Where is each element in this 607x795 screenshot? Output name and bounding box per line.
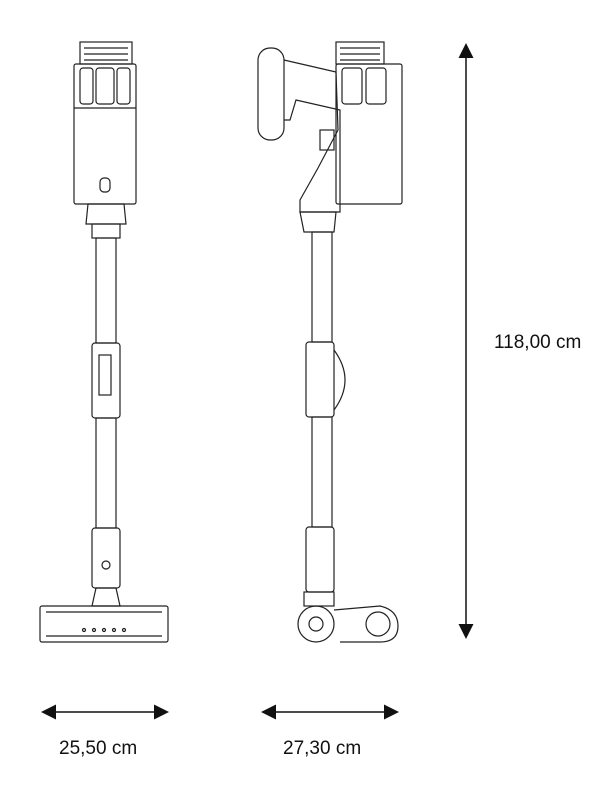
vacuum-front-view xyxy=(39,41,169,643)
vacuum-side-view xyxy=(257,41,403,643)
depth-label: 27,30 cm xyxy=(283,738,362,759)
width-label: 25,50 cm xyxy=(59,738,138,759)
height-label: 118,00 cm xyxy=(494,332,582,353)
